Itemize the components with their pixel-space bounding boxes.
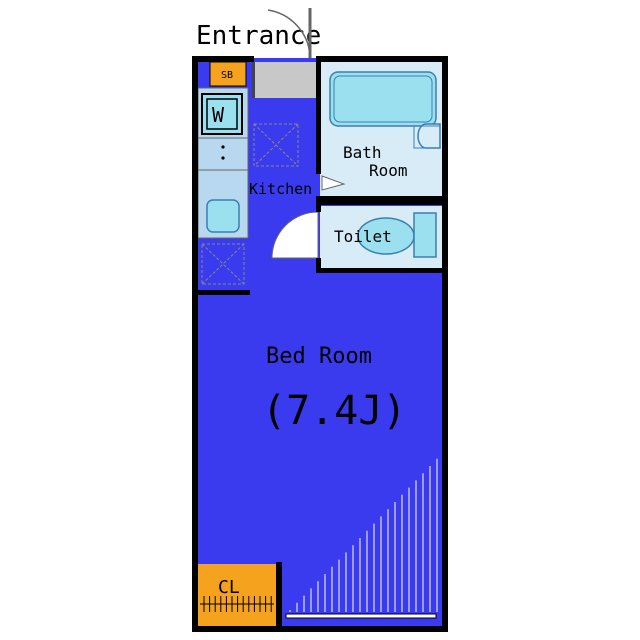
window-shading bbox=[289, 458, 438, 612]
kitchen-label: Kitchen bbox=[249, 180, 312, 198]
bedroom-label: Bed Room bbox=[266, 344, 372, 369]
closet-label: CL bbox=[218, 577, 240, 598]
shoe-box bbox=[209, 61, 247, 87]
closet-rod bbox=[200, 596, 274, 612]
shoe-box-label: SB bbox=[221, 70, 233, 81]
toilet-fixture bbox=[357, 212, 437, 258]
bathroom-door bbox=[321, 175, 346, 191]
bathroom-label-line2: Room bbox=[369, 161, 408, 180]
walls bbox=[192, 56, 448, 632]
washing-machine-label: W bbox=[212, 103, 225, 127]
entrance-door bbox=[267, 8, 312, 58]
entrance-label: Entrance bbox=[196, 21, 321, 51]
entrance-floor bbox=[254, 62, 316, 98]
storage-space bbox=[201, 243, 245, 285]
refrigerator-space bbox=[253, 123, 299, 167]
toilet-label: Toilet bbox=[334, 227, 392, 246]
stove bbox=[197, 137, 249, 171]
bathtub bbox=[329, 71, 437, 127]
bathroom-label-line1: Bath bbox=[343, 143, 382, 162]
bottom-window bbox=[285, 613, 437, 619]
washbasin bbox=[413, 123, 441, 149]
closet bbox=[198, 564, 276, 626]
bedroom-door bbox=[271, 211, 319, 259]
bedroom-size: (7.4J) bbox=[262, 388, 407, 434]
sink bbox=[206, 199, 240, 233]
